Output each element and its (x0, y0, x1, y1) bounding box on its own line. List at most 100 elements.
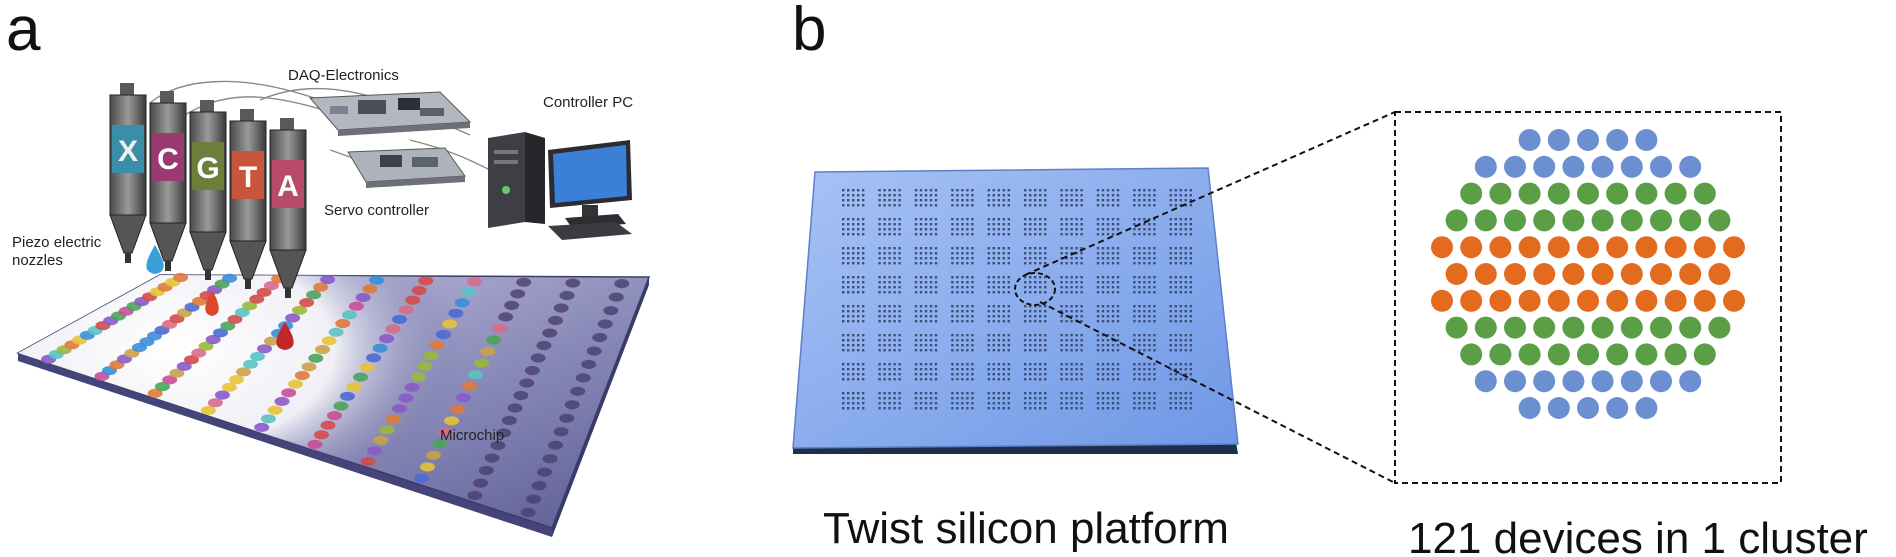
cluster-device (1518, 397, 1541, 419)
chip-well (353, 372, 369, 382)
cluster-device (1664, 343, 1687, 366)
cluster-device (1562, 263, 1585, 285)
chip-well (242, 301, 258, 311)
cluster-device (1606, 397, 1629, 419)
chip-well (548, 315, 563, 326)
cluster-device (1547, 129, 1570, 151)
platform-device-block (878, 247, 901, 265)
chip-well (404, 382, 420, 392)
platform-device-block (1169, 218, 1192, 236)
chip-well (207, 398, 223, 408)
cluster-device (1577, 182, 1599, 205)
chip-well (176, 361, 192, 371)
platform-device-block (842, 218, 865, 236)
cluster-device (1708, 316, 1731, 339)
nozzle-letter: A (277, 170, 299, 203)
label-piezo-line1: Piezo electric (12, 234, 102, 251)
chip-well (243, 359, 258, 369)
chip-well (198, 341, 214, 351)
platform-device-block (1169, 392, 1192, 410)
cluster-device (1504, 370, 1526, 393)
platform-device-block (1169, 276, 1192, 294)
cluster-device (1723, 236, 1745, 259)
chip-well (519, 378, 535, 388)
chip-well (254, 422, 270, 432)
chip-well (423, 351, 439, 361)
twist-silicon-platform (792, 167, 1239, 454)
chip-well (200, 405, 216, 415)
platform-device-block (1024, 392, 1047, 410)
chip-well (184, 355, 199, 365)
chip-well (410, 372, 426, 382)
chip-well (333, 401, 349, 411)
platform-device-block (842, 363, 865, 381)
chip-well (492, 323, 508, 333)
cluster-device (1606, 129, 1629, 151)
cluster-device (1445, 316, 1468, 339)
cluster-device (1577, 236, 1599, 259)
chip-well (474, 358, 490, 368)
platform-device-block (914, 334, 938, 352)
chip-well (355, 292, 371, 303)
cluster-device (1518, 289, 1541, 312)
platform-device-block (1133, 363, 1156, 381)
chip-well (468, 370, 484, 380)
platform-device-block (914, 247, 938, 265)
chip-well (169, 368, 185, 378)
chip-well (281, 388, 297, 398)
microchip-wells (41, 272, 630, 518)
chip-well (222, 273, 238, 283)
platform-device-block (951, 305, 974, 323)
label-controller-pc: Controller PC (543, 94, 633, 111)
cluster-device (1650, 209, 1672, 232)
chip-well (205, 334, 221, 345)
chip-well (260, 414, 276, 424)
platform-device-block (987, 363, 1010, 381)
platform-device-block (1169, 334, 1192, 352)
cluster-device (1547, 289, 1570, 312)
cluster-device (1460, 236, 1483, 259)
cluster-device (1635, 343, 1658, 366)
platform-device-block (1060, 363, 1083, 381)
chip-well (221, 382, 237, 392)
chip-well (504, 300, 520, 310)
chip-well (392, 314, 408, 324)
cluster-device (1620, 155, 1643, 178)
chip-well (501, 415, 517, 426)
cluster-device (1577, 289, 1599, 312)
chip-well (478, 465, 494, 476)
chip-well (373, 435, 389, 445)
cluster-device (1650, 263, 1672, 285)
chip-well (227, 314, 243, 324)
cluster-device (1489, 236, 1512, 259)
nozzle-t: T (229, 109, 267, 289)
platform-device-block (1024, 247, 1047, 265)
cluster-device (1533, 370, 1556, 393)
chip-well (507, 403, 523, 413)
platform-device-block (987, 218, 1010, 236)
cluster-device (1474, 370, 1497, 393)
cluster-device (1591, 209, 1614, 232)
chip-well (288, 379, 303, 389)
chip-well (257, 344, 272, 354)
platform-device-block (842, 392, 865, 410)
cluster-device (1547, 343, 1570, 366)
chip-well (327, 411, 342, 421)
chip-well (513, 390, 529, 401)
cluster-device (1474, 316, 1497, 339)
cluster-device (1693, 343, 1716, 366)
chip-well (454, 298, 470, 308)
platform-device-block (1096, 305, 1120, 323)
chip-well (432, 439, 447, 449)
cluster-device (1693, 236, 1716, 259)
cluster-device (1474, 263, 1497, 285)
platform-device-block (987, 247, 1010, 265)
cluster-device (1562, 316, 1585, 339)
cluster-device (1693, 289, 1716, 312)
chip-well (456, 393, 472, 403)
chip-well (321, 336, 337, 346)
chip-well (214, 390, 230, 400)
platform-device-block (878, 189, 901, 207)
chip-well (442, 319, 458, 329)
chip-well (267, 405, 283, 415)
